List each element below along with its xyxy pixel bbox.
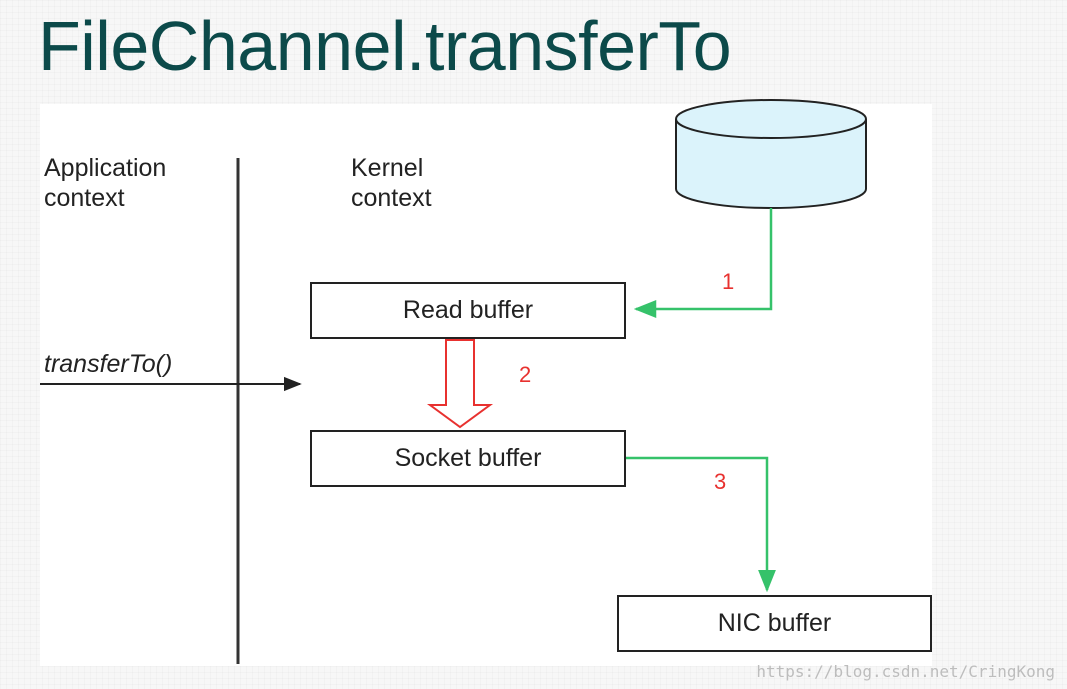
kernel-context-line-1: Kernel xyxy=(351,154,424,182)
application-context-label: Application context xyxy=(44,153,166,213)
step-3-label: 3 xyxy=(714,469,727,494)
kernel-context-line-2: context xyxy=(351,184,432,212)
watermark: https://blog.csdn.net/CringKong xyxy=(756,662,1055,681)
step-2-label: 2 xyxy=(519,362,532,387)
socket-buffer-box: Socket buffer xyxy=(310,430,626,487)
application-context-line-2: context xyxy=(44,184,125,212)
step1-arrow xyxy=(633,208,773,318)
kernel-context-label: Kernel context xyxy=(351,153,432,213)
disk-icon xyxy=(675,99,867,209)
nic-buffer-box: NIC buffer xyxy=(617,595,932,652)
transferto-call-label: transferTo() xyxy=(44,350,173,378)
step-1-label: 1 xyxy=(722,269,735,294)
application-context-line-1: Application xyxy=(44,154,167,182)
slide-title: FileChannel.transferTo xyxy=(38,7,732,85)
step2-arrow xyxy=(426,339,494,429)
read-buffer-box: Read buffer xyxy=(310,282,626,339)
step3-arrow xyxy=(626,456,776,593)
